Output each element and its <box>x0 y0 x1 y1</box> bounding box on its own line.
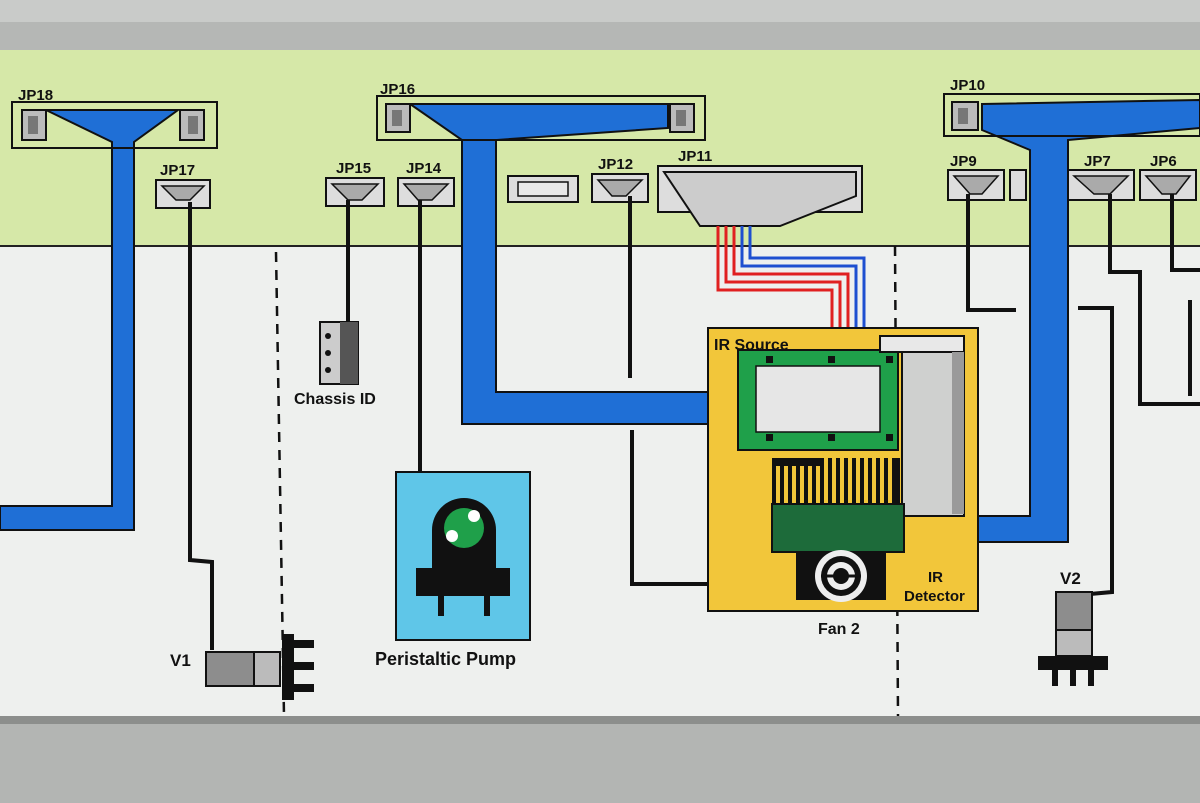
v2-valve-icon <box>1038 591 1108 686</box>
ir-detector-top <box>879 335 965 353</box>
jp7-connector <box>1067 169 1135 201</box>
frame-top-rail <box>0 0 1200 22</box>
jp15-connector <box>325 177 385 207</box>
heatsink-fins <box>776 456 892 506</box>
jp14-label: JP14 <box>406 160 442 177</box>
jp6-label: JP6 <box>1150 153 1177 170</box>
ir-source-lamp <box>755 365 881 433</box>
frame-bottom-rail <box>0 716 1200 803</box>
fan-2-label: Fan 2 <box>818 621 860 638</box>
jp17-to-v1-wire <box>188 202 214 650</box>
jp18-label: JP18 <box>18 87 53 104</box>
jp16-connector <box>376 95 706 141</box>
jp15-label: JP15 <box>336 160 371 177</box>
jp7-label: JP7 <box>1084 153 1111 170</box>
v1-valve-icon <box>205 634 314 700</box>
chassis-id-label: Chassis ID <box>294 391 376 408</box>
v2-label: V2 <box>1060 569 1081 588</box>
jp10-connector <box>943 93 1200 137</box>
jp11-wire-bundle <box>716 226 866 350</box>
jp12-label: JP12 <box>598 156 633 173</box>
jp18-connector <box>11 101 218 149</box>
heatsink-base <box>771 503 905 553</box>
jp17-connector <box>155 179 211 209</box>
jp9-label: JP9 <box>950 153 977 170</box>
jp9-wire <box>966 194 1016 312</box>
ir-source-mount-holes <box>766 356 893 441</box>
v1-label: V1 <box>170 651 191 670</box>
unlabeled-connector <box>507 175 579 203</box>
jp11-connector <box>657 165 863 227</box>
ir-detector-shadow <box>952 352 964 514</box>
jp6-wire <box>1170 194 1200 272</box>
jp11-label: JP11 <box>678 148 712 165</box>
fan-2-icon <box>796 550 886 602</box>
ir-source-label: IR Source <box>714 337 789 354</box>
jp7-wire <box>1108 194 1200 406</box>
jp6-connector <box>1139 169 1197 201</box>
jp16-label: JP16 <box>380 81 415 98</box>
peristaltic-pump-icon <box>395 471 531 641</box>
jp18-ribbon-cable <box>0 109 182 531</box>
chassis-id-connector <box>319 321 359 385</box>
ir-module <box>707 327 979 612</box>
frame-bottom-edge <box>0 716 1200 724</box>
jp12-connector <box>591 173 649 203</box>
peristaltic-pump-label: Peristaltic Pump <box>375 649 516 669</box>
jp9-connector <box>947 169 1027 201</box>
ir-detector-label-2: Detector <box>904 588 965 605</box>
jp14-connector <box>397 177 455 207</box>
v2-wire <box>1078 306 1114 596</box>
jp17-label: JP17 <box>160 162 195 179</box>
jp10-label: JP10 <box>950 77 985 94</box>
frame-top-lip <box>0 22 1200 50</box>
ir-detector-label-1: IR <box>928 569 943 586</box>
